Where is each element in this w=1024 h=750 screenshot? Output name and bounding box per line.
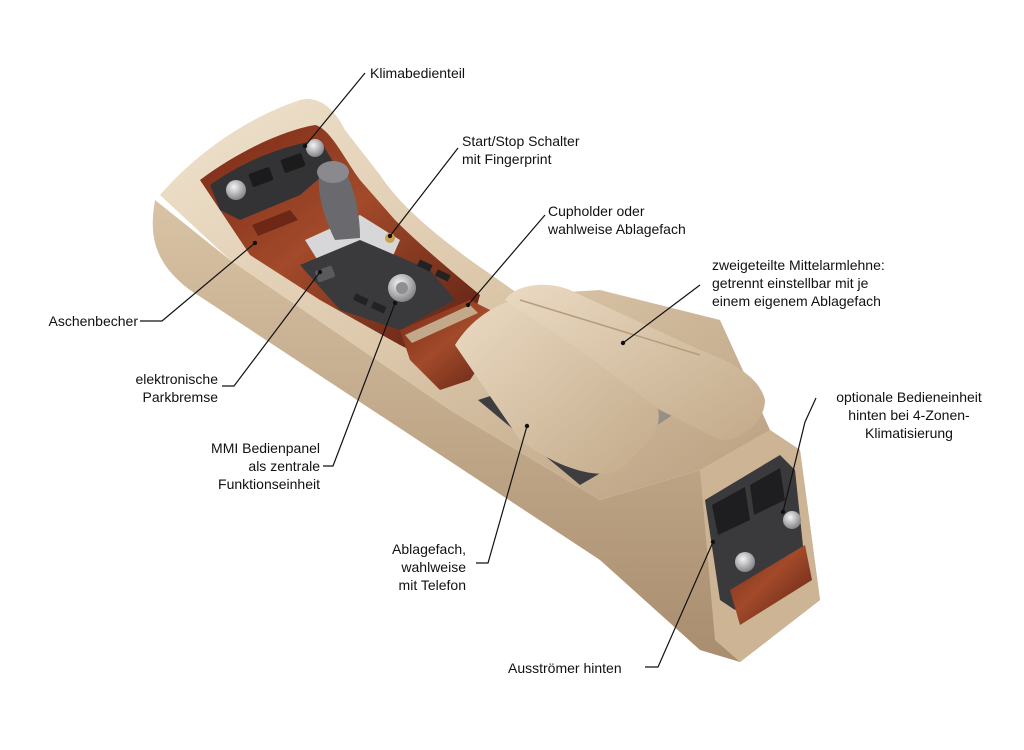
label-mittelarmlehne: zweigeteilte Mittelarmlehne: getrennt ei… bbox=[712, 257, 885, 309]
console-side-panel bbox=[152, 200, 820, 662]
label-ablagefach: Ablagefach, wahlweise mit Telefon bbox=[392, 541, 466, 593]
cupholder-lid bbox=[405, 305, 478, 343]
label-start-stop-schalter: Start/Stop Schalter mit Fingerprint bbox=[462, 133, 580, 167]
mmi-panel bbox=[300, 240, 455, 330]
climate-knob-left bbox=[226, 180, 246, 200]
label-klimabedienteil: Klimabedienteil bbox=[370, 65, 465, 81]
rear-knob-left bbox=[735, 552, 755, 572]
label-bedieneinheit-hinten: optionale Bedieneinheit hinten bei 4-Zon… bbox=[836, 389, 982, 441]
rear-knob-right bbox=[783, 511, 801, 529]
label-ausstroemer-hinten: Ausströmer hinten bbox=[508, 660, 622, 676]
label-parkbremse: elektronische Parkbremse bbox=[135, 371, 219, 405]
rear-vent-left bbox=[712, 487, 750, 535]
rear-wood-trim bbox=[730, 545, 812, 625]
leader-lines bbox=[140, 72, 817, 668]
armrest-rear bbox=[505, 284, 765, 440]
ashtray-lid bbox=[252, 210, 298, 236]
label-mmi-bedienpanel: MMI Bedienpanel als zentrale Funktionsei… bbox=[211, 440, 320, 492]
rear-vent-right bbox=[750, 468, 785, 515]
label-cupholder: Cupholder oder wahlweise Ablagefach bbox=[548, 203, 686, 237]
label-aschenbecher: Aschenbecher bbox=[48, 313, 138, 329]
climate-knob-right bbox=[306, 139, 324, 157]
armrest-front bbox=[455, 300, 659, 474]
